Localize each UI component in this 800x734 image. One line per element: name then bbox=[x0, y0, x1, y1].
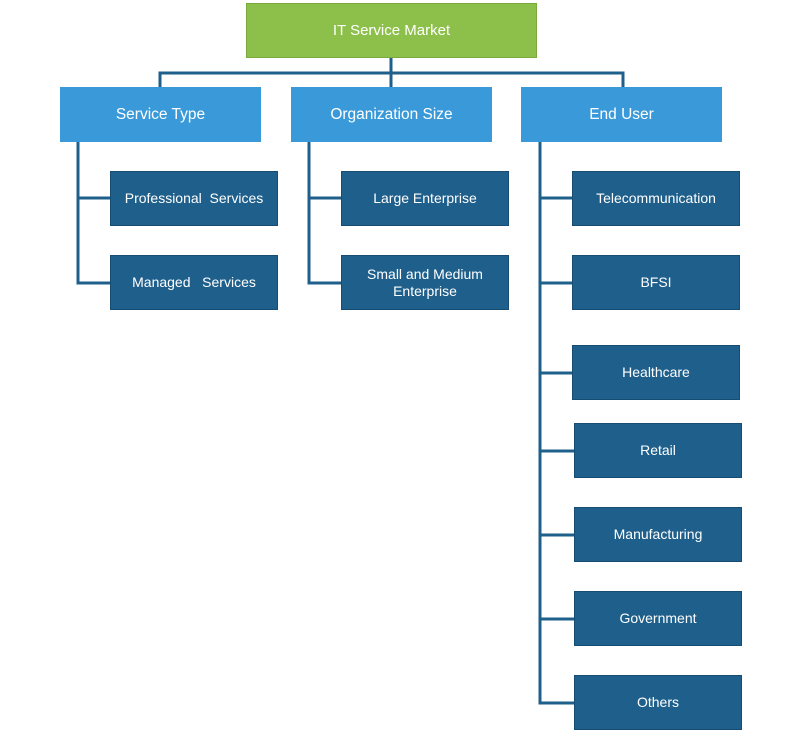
leaf-small-and-medium-enterprise: Small and Medium Enterprise bbox=[341, 255, 509, 310]
category-organization-size: Organization Size bbox=[291, 87, 492, 142]
leaf-bfsi: BFSI bbox=[572, 255, 740, 310]
leaf-healthcare: Healthcare bbox=[572, 345, 740, 400]
category-label: Service Type bbox=[115, 105, 206, 123]
leaf-others: Others bbox=[574, 675, 742, 730]
category-service-type: Service Type bbox=[60, 87, 261, 142]
leaf-label: Healthcare bbox=[622, 364, 690, 381]
leaf-label: Professional Services bbox=[124, 190, 264, 207]
leaf-label: Manufacturing bbox=[613, 526, 703, 543]
leaf-label: Large Enterprise bbox=[373, 190, 477, 207]
leaf-label: Telecommunication bbox=[596, 190, 716, 207]
root-node-it-service-market: IT Service Market bbox=[246, 3, 537, 58]
leaf-retail: Retail bbox=[574, 423, 742, 478]
root-label: IT Service Market bbox=[332, 21, 451, 39]
category-end-user: End User bbox=[521, 87, 722, 142]
category-label: End User bbox=[589, 105, 654, 123]
leaf-label: BFSI bbox=[640, 274, 672, 291]
leaf-large-enterprise: Large Enterprise bbox=[341, 171, 509, 226]
leaf-manufacturing: Manufacturing bbox=[574, 507, 742, 562]
category-label: Organization Size bbox=[330, 105, 453, 123]
leaf-label: Small and Medium Enterprise bbox=[367, 266, 483, 299]
leaf-government: Government bbox=[574, 591, 742, 646]
leaf-label: Government bbox=[619, 610, 697, 627]
leaf-label: Managed Services bbox=[132, 274, 256, 291]
leaf-telecommunication: Telecommunication bbox=[572, 171, 740, 226]
leaf-label: Retail bbox=[640, 442, 676, 459]
leaf-label: Others bbox=[636, 694, 679, 711]
leaf-professional-services: Professional Services bbox=[110, 171, 278, 226]
leaf-managed-services: Managed Services bbox=[110, 255, 278, 310]
